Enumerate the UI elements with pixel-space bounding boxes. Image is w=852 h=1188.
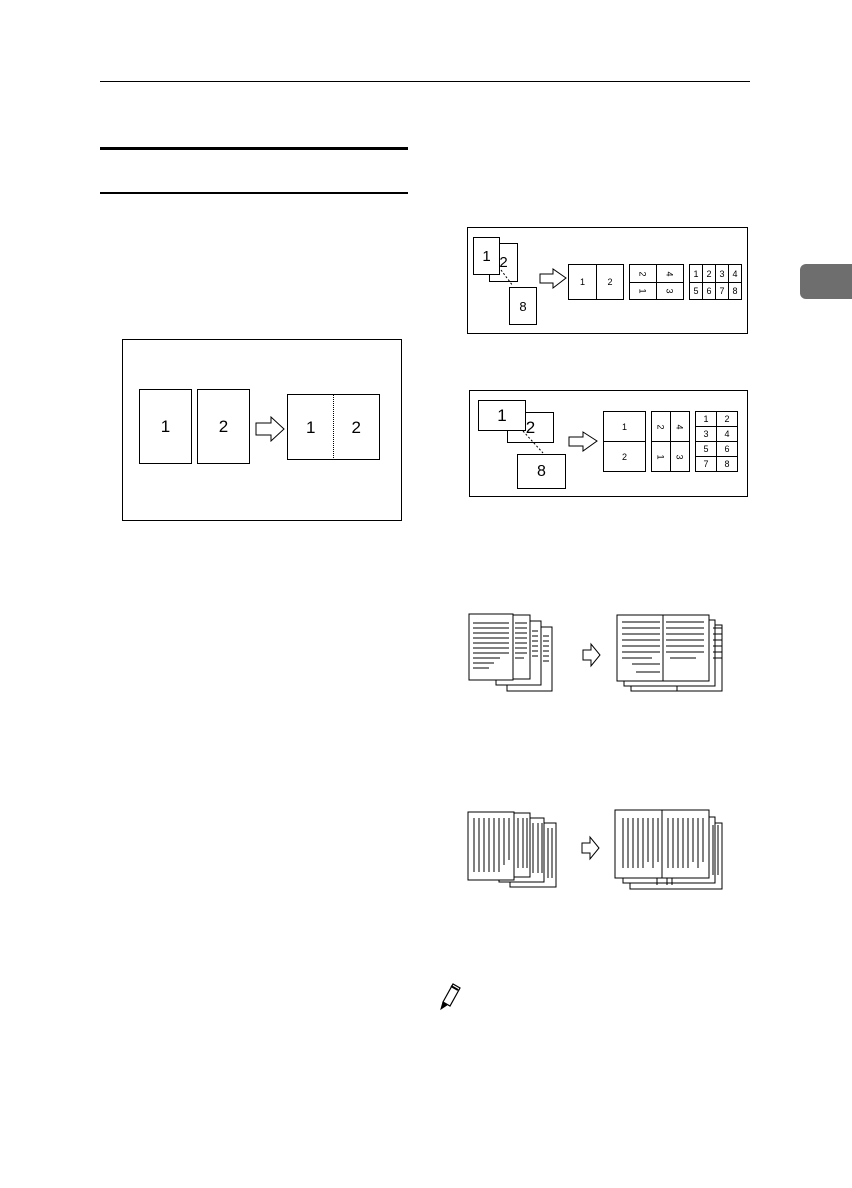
pencil-note-icon bbox=[441, 984, 460, 1009]
right-arrow-icon bbox=[582, 837, 599, 859]
original-vertical-stack bbox=[468, 812, 556, 887]
combined-text-stack bbox=[617, 615, 722, 691]
right-arrow-icon bbox=[583, 644, 600, 666]
